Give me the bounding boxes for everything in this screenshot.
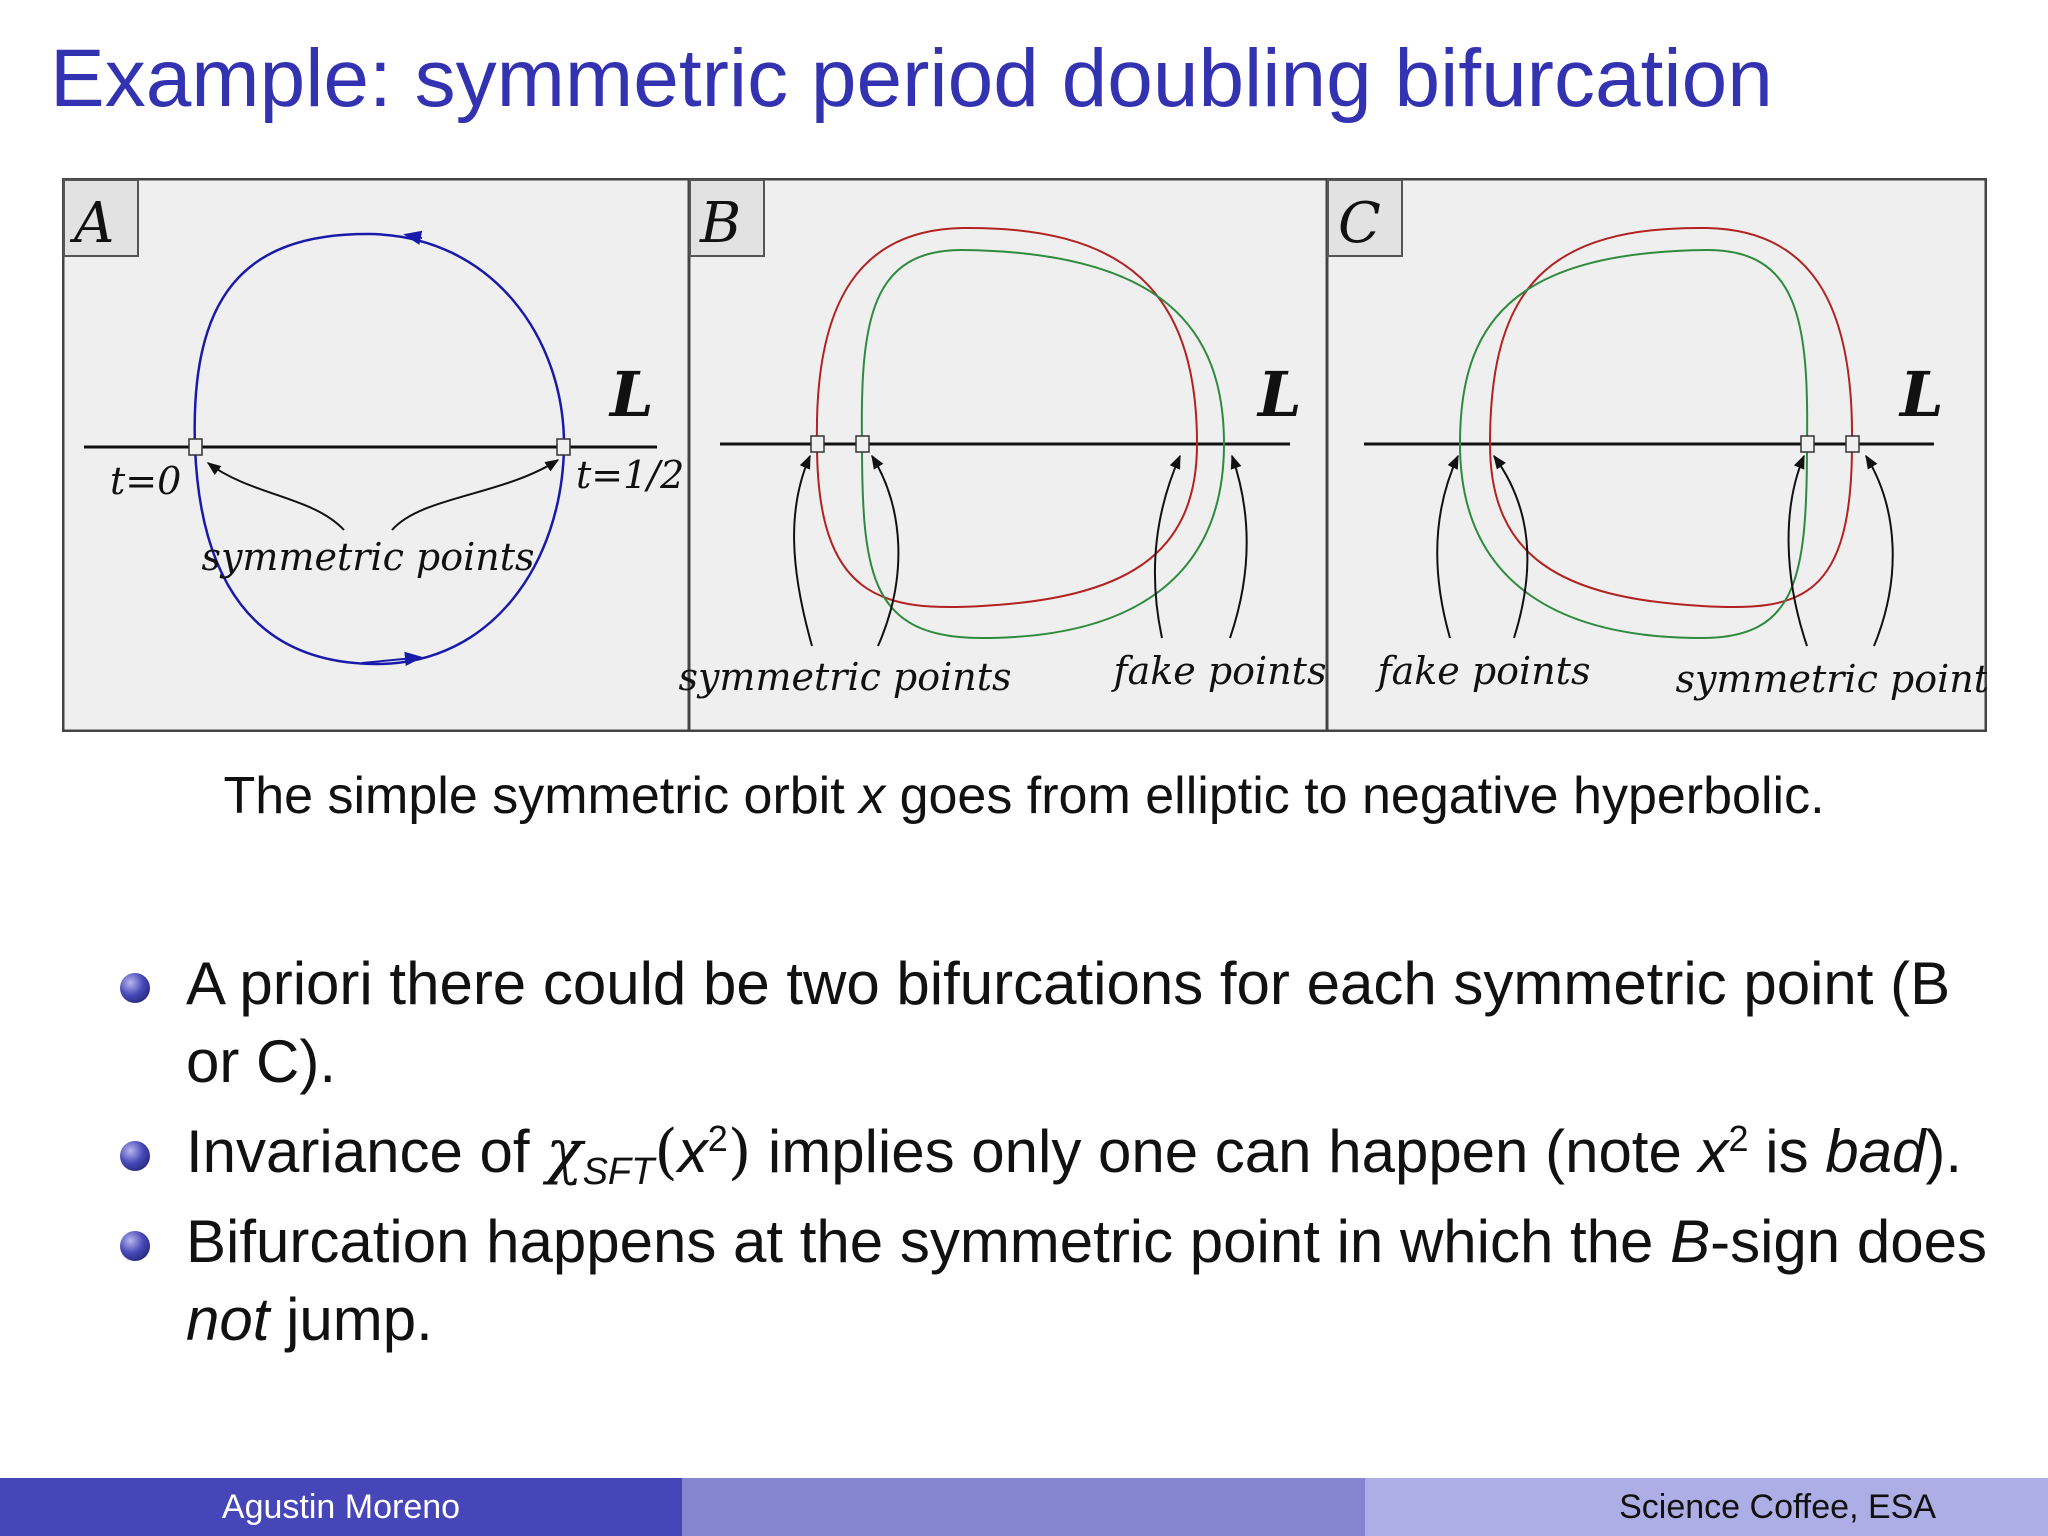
bullet-text: A priori there could be two bifurcations…: [186, 950, 1951, 1095]
figure-svg: A L t=0 t=1/2 symmetric points B L: [62, 178, 1987, 732]
line-l-label: L: [608, 358, 654, 431]
orbit-red: [815, 226, 1199, 609]
pointer-arrow: [1865, 454, 1894, 647]
bullet-text: Invariance of: [186, 1118, 547, 1185]
symmetric-points-label: symmetric points: [201, 535, 534, 579]
panel-c: C L fake points symmetric points: [1327, 179, 1987, 701]
panel-letter-box: [689, 179, 765, 257]
paren-close: ): [727, 1117, 752, 1187]
symmetric-point-marker: [1845, 435, 1860, 453]
figure-caption: The simple symmetric orbit x goes from e…: [0, 770, 2048, 822]
symmetric-point-marker: [1800, 435, 1815, 453]
footer-author: Agustin Moreno: [0, 1478, 682, 1536]
paren-open: (: [654, 1117, 678, 1187]
pointer-arrow: [1787, 454, 1808, 647]
panel-a: A L t=0 t=1/2 symmetric points: [63, 179, 684, 667]
slide-footer: Agustin Moreno Science Coffee, ESA: [0, 1478, 2048, 1536]
bullet-ball-icon: [120, 973, 150, 1003]
orbit-red: [1488, 226, 1854, 609]
bullet-text: -sign does: [1710, 1208, 1987, 1275]
symmetric-point-marker: [855, 435, 870, 453]
emphasis-text: B: [1670, 1208, 1711, 1275]
footer-middle: [682, 1478, 1365, 1536]
orbit-green: [860, 248, 1226, 640]
bullet-ball-icon: [120, 1141, 150, 1171]
figure-frame: [62, 178, 1987, 732]
line-l-label: L: [1256, 358, 1302, 431]
pointer-arrow: [793, 454, 813, 647]
bullet-text: ).: [1925, 1118, 1962, 1185]
footer-event: Science Coffee, ESA: [1365, 1478, 2048, 1536]
caption-variable: x: [859, 767, 886, 825]
panel-letter-box: [63, 179, 139, 257]
math-variable: x: [1698, 1118, 1729, 1185]
pointer-arrow: [391, 459, 560, 531]
panel-letter-box: [1327, 179, 1403, 257]
panel-letter: C: [1338, 191, 1381, 256]
orbit-green: [1458, 248, 1809, 640]
fake-points-label: fake points: [1375, 649, 1591, 693]
t-zero-label: t=0: [110, 459, 181, 503]
math-exponent: 2: [1728, 1118, 1749, 1159]
panel-letter: B: [699, 191, 741, 256]
bullet-item: Bifurcation happens at the symmetric poi…: [118, 1203, 1998, 1359]
orbit-direction-arrow: [361, 651, 423, 667]
math-exponent: 2: [707, 1118, 728, 1159]
pointer-arrow: [1436, 454, 1459, 639]
panel-letter: A: [69, 191, 114, 256]
bullet-item: A priori there could be two bifurcations…: [118, 945, 1998, 1101]
bullet-text: Bifurcation happens at the symmetric poi…: [186, 1208, 1671, 1275]
symmetric-point-marker: [556, 438, 571, 456]
pointer-arrow: [1493, 454, 1529, 639]
bullet-text: is: [1748, 1118, 1826, 1185]
orbit-direction-arrow: [403, 230, 423, 245]
slide-title: Example: symmetric period doubling bifur…: [50, 33, 1773, 124]
bullet-item: Invariance of χSFT(x2) implies only one …: [118, 1113, 1998, 1191]
chi-symbol: χ: [546, 1117, 582, 1187]
panel-b: B L symmetric points fake points: [678, 179, 1327, 699]
symmetric-point-marker: [810, 435, 825, 453]
fake-points-label: fake points: [1111, 649, 1327, 693]
pointer-arrow: [206, 462, 345, 531]
math-variable: x: [677, 1118, 708, 1185]
t-half-label: t=1/2: [576, 453, 684, 497]
bullet-ball-icon: [120, 1231, 150, 1261]
line-l-label: L: [1898, 358, 1944, 431]
caption-text: goes from elliptic to negative hyperboli…: [885, 767, 1825, 825]
caption-text: The simple symmetric orbit: [223, 767, 860, 825]
chi-glyph: χ: [546, 1117, 583, 1187]
bullet-text: implies only one can happen (note: [751, 1118, 1699, 1185]
bullet-list: A priori there could be two bifurcations…: [118, 945, 1998, 1371]
bifurcation-figure: A L t=0 t=1/2 symmetric points B L: [62, 178, 1987, 732]
pointer-arrow: [1229, 454, 1248, 639]
pointer-arrow: [1153, 454, 1181, 639]
symmetric-points-label: symmetric points: [678, 655, 1011, 699]
chi-subscript: SFT: [582, 1151, 655, 1193]
bullet-text: jump.: [269, 1286, 433, 1353]
symmetric-points-label: symmetric points: [1675, 657, 1987, 701]
emphasis-text: not: [186, 1286, 270, 1353]
emphasis-text: bad: [1825, 1118, 1926, 1185]
pointer-arrow: [871, 454, 900, 647]
symmetric-point-marker: [188, 438, 203, 456]
